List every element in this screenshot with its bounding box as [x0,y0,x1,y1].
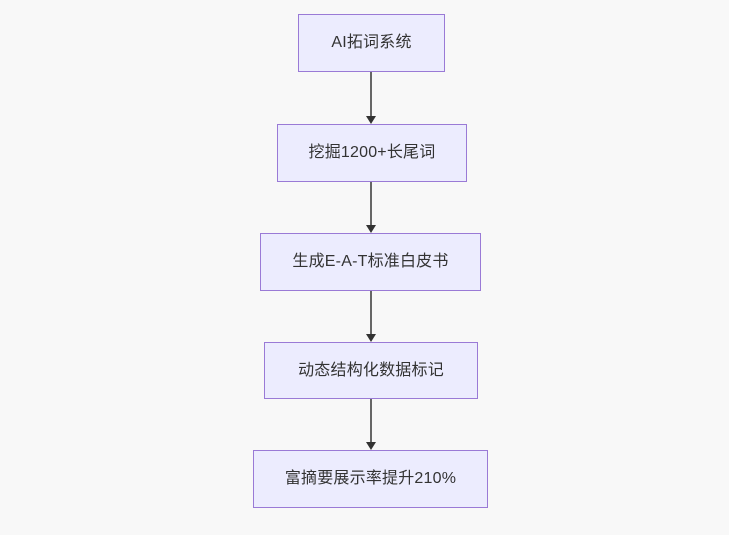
flow-node-label: AI拓词系统 [331,34,412,51]
flow-node-ai-keyword-system[interactable]: AI拓词系统 [298,14,445,72]
arrowhead-icon [366,442,376,450]
flow-node-dynamic-structured-data[interactable]: 动态结构化数据标记 [264,342,478,399]
connector-line [370,72,372,116]
flow-node-label: 富摘要展示率提升210% [284,470,457,487]
flow-connector-4 [366,399,376,450]
connector-line [370,291,372,334]
connector-line [370,399,372,442]
arrowhead-icon [366,116,376,124]
flow-node-label: 挖掘1200+长尾词 [308,144,436,161]
flow-node-rich-snippet-uplift[interactable]: 富摘要展示率提升210% [253,450,488,508]
flow-node-label: 动态结构化数据标记 [298,361,444,379]
arrowhead-icon [366,334,376,342]
arrowhead-icon [366,225,376,233]
flow-connector-3 [366,291,376,342]
flow-connector-1 [366,72,376,124]
flow-node-generate-eat-whitepaper[interactable]: 生成E-A-T标准白皮书 [260,233,481,291]
flow-node-label: 生成E-A-T标准白皮书 [292,253,449,270]
connector-line [370,182,372,225]
flow-node-mine-longtail-keywords[interactable]: 挖掘1200+长尾词 [277,124,467,182]
flow-connector-2 [366,182,376,233]
